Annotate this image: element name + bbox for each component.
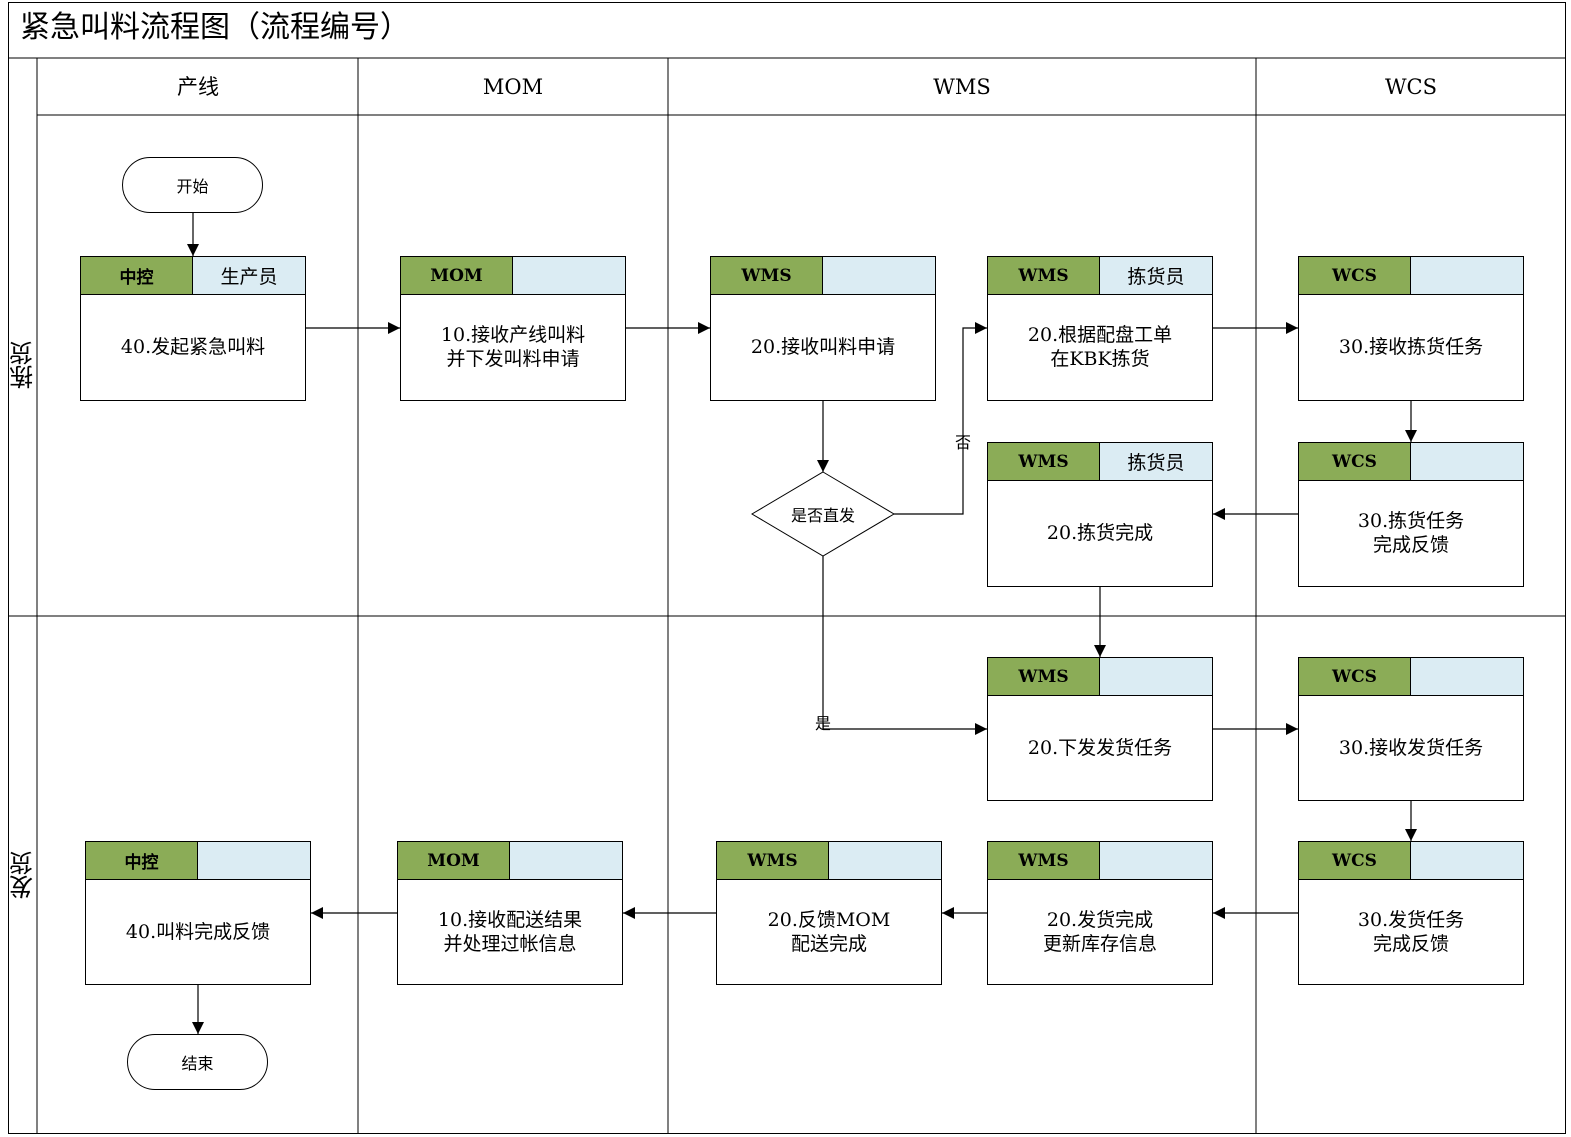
task-wms-feedback-mom: WMS 20.反馈MOM 配送完成	[716, 841, 942, 985]
task-wcs-picking-feedback: WCS 30.拣货任务 完成反馈	[1298, 442, 1524, 587]
task-wms-shipping-complete: WMS 20.发货完成 更新库存信息	[987, 841, 1213, 985]
task-system-label: 中控	[81, 257, 193, 294]
task-text: 20.发货完成 更新库存信息	[1042, 908, 1157, 955]
task-text: 20.接收叫料申请	[750, 336, 896, 358]
task-role-label	[1411, 842, 1523, 879]
task-initiate-urgent-call: 中控生产员 40.发起紧急叫料	[80, 256, 306, 401]
task-system-label: WMS	[988, 658, 1100, 695]
task-role-label	[513, 257, 625, 294]
task-role-label	[829, 842, 941, 879]
task-text: 30.拣货任务 完成反馈	[1357, 510, 1465, 556]
task-role-label	[1100, 842, 1212, 879]
task-role-label	[510, 842, 622, 879]
lane-header-production-line: 产线	[177, 75, 219, 99]
task-role-label	[1100, 658, 1212, 695]
task-system-label: WCS	[1299, 842, 1411, 879]
task-mom-receive-request: MOM 10.接收产线叫料 并下发叫料申请	[400, 256, 626, 401]
task-text: 20.拣货完成	[1046, 522, 1154, 544]
task-wms-receive-request: WMS 20.接收叫料申请	[710, 256, 936, 401]
start-terminal: 开始	[122, 157, 263, 213]
task-system-label: WMS	[988, 842, 1100, 879]
task-role-label	[198, 842, 310, 879]
task-system-label: 中控	[86, 842, 198, 879]
task-role-label: 拣货员	[1100, 443, 1212, 480]
task-role-label: 生产员	[193, 257, 305, 294]
task-wcs-receive-picking: WCS 30.接收拣货任务	[1298, 256, 1524, 401]
task-text: 20.反馈MOM 配送完成	[767, 908, 891, 955]
edge-decision-yes-to-t8	[822, 556, 987, 735]
task-role-label	[1411, 443, 1523, 480]
task-text: 10.接收配送结果 并处理过帐信息	[437, 908, 583, 955]
lane-header-wms: WMS	[933, 75, 991, 99]
task-wms-issue-shipping: WMS 20.下发发货任务	[987, 657, 1213, 801]
task-wcs-receive-shipping: WCS 30.接收发货任务	[1298, 657, 1524, 801]
task-text: 20.下发发货任务	[1027, 736, 1173, 759]
task-mom-receive-result: MOM 10.接收配送结果 并处理过帐信息	[397, 841, 623, 985]
task-system-label: MOM	[401, 257, 513, 294]
start-label: 开始	[176, 177, 209, 196]
diagram-frame	[8, 2, 1566, 1134]
diagram-title: 紧急叫料流程图（流程编号）	[20, 10, 410, 45]
task-system-label: WMS	[988, 257, 1100, 294]
task-system-label: WMS	[717, 842, 829, 879]
task-text: 30.接收拣货任务	[1338, 336, 1484, 358]
task-role-label	[1411, 658, 1523, 695]
task-text: 40.叫料完成反馈	[125, 920, 271, 943]
task-system-label: WMS	[988, 443, 1100, 480]
task-text: 30.接收发货任务	[1338, 736, 1484, 759]
task-role-label	[1411, 257, 1523, 294]
lane-header-mom: MOM	[482, 75, 544, 99]
task-system-label: WCS	[1299, 443, 1411, 480]
end-label: 结束	[181, 1054, 214, 1073]
task-text: 30.发货任务 完成反馈	[1357, 908, 1465, 955]
task-wcs-shipping-feedback: WCS 30.发货任务 完成反馈	[1298, 841, 1524, 985]
task-text: 20.根据配盘工单 在KBK拣货	[1027, 324, 1173, 370]
task-text: 10.接收产线叫料 并下发叫料申请	[440, 324, 586, 370]
edge-label-no: 否	[955, 433, 972, 452]
task-system-label: WCS	[1299, 658, 1411, 695]
task-system-label: WCS	[1299, 257, 1411, 294]
edge-label-yes: 是	[815, 714, 832, 733]
task-system-label: MOM	[398, 842, 510, 879]
edge-decision-no-to-t4	[894, 322, 987, 515]
task-call-complete-feedback: 中控 40.叫料完成反馈	[85, 841, 311, 985]
task-text: 40.发起紧急叫料	[120, 336, 266, 358]
task-role-label: 拣货员	[1100, 257, 1212, 294]
task-system-label: WMS	[711, 257, 823, 294]
decision-label: 是否直发	[790, 506, 855, 525]
end-terminal: 结束	[127, 1034, 268, 1090]
lane-header-wcs: WCS	[1384, 75, 1438, 99]
task-role-label	[823, 257, 935, 294]
